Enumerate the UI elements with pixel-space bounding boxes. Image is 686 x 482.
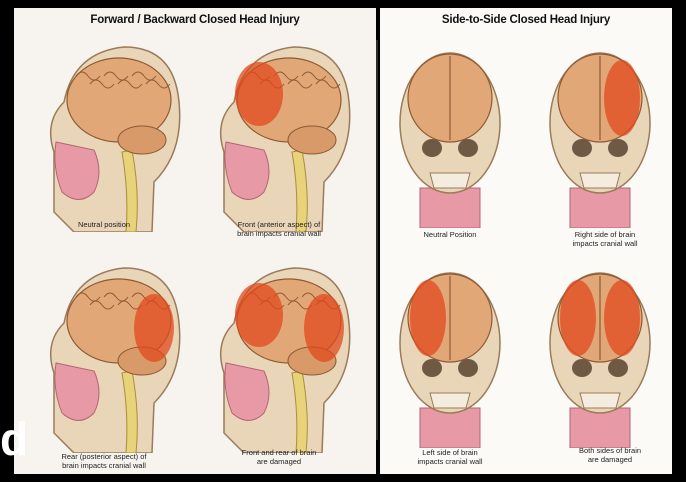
rear-injury — [134, 294, 174, 362]
right-eye-socket — [608, 359, 628, 377]
cerebellum — [288, 126, 336, 154]
frontal-head-right-impact — [540, 38, 660, 228]
left-eye-socket — [422, 139, 442, 157]
left-eye-socket — [572, 359, 592, 377]
teeth — [430, 393, 470, 408]
forward-backward-title: Forward / Backward Closed Head Injury — [14, 14, 376, 26]
neck — [570, 188, 630, 228]
neck — [570, 408, 630, 448]
oral-cavity — [55, 142, 99, 200]
frontal-head-left-impact — [390, 258, 510, 448]
rear-injury — [304, 294, 344, 362]
caption-neutral-position: Neutral position — [49, 220, 159, 229]
caption-neutral-position-frontal: Neutral Position — [395, 230, 505, 239]
sagittal-head-front-impact — [204, 32, 354, 232]
frontal-head-neutral — [390, 38, 510, 228]
sagittal-head-rear-impact — [34, 253, 184, 453]
frontal-head-both-impact — [540, 258, 660, 448]
right-side-injury — [604, 280, 640, 356]
teeth — [580, 173, 620, 188]
caption-right-side-impact: Right side of brain impacts cranial wall — [550, 230, 660, 248]
caption-front-impact: Front (anterior aspect) of brain impacts… — [219, 220, 339, 238]
forward-backward-panel: Forward / Backward Closed Head Injury Ne… — [14, 8, 376, 474]
oral-cavity — [225, 363, 269, 421]
caption-front-and-rear: Front and rear of brain are damaged — [224, 448, 334, 466]
front-injury — [235, 283, 283, 347]
corner-glyph: d — [0, 416, 28, 462]
neck — [420, 188, 480, 228]
right-eye-socket — [458, 359, 478, 377]
right-eye-socket — [608, 139, 628, 157]
caption-left-side-impact: Left side of brain impacts cranial wall — [395, 448, 505, 466]
oral-cavity — [225, 142, 269, 200]
caption-both-sides-damaged: Both sides of brain are damaged — [555, 446, 665, 464]
left-side-injury — [410, 280, 446, 356]
cerebellum — [118, 126, 166, 154]
side-to-side-panel: Side-to-Side Closed Head Injury Neutral … — [380, 8, 672, 474]
sagittal-head-neutral — [34, 32, 184, 232]
section-divider — [376, 40, 378, 440]
oral-cavity — [55, 363, 99, 421]
teeth — [430, 173, 470, 188]
left-eye-socket — [572, 139, 592, 157]
side-to-side-title: Side-to-Side Closed Head Injury — [380, 14, 672, 26]
caption-rear-impact: Rear (posterior aspect) of brain impacts… — [44, 452, 164, 470]
left-eye-socket — [422, 359, 442, 377]
left-side-injury — [560, 280, 596, 356]
teeth — [580, 393, 620, 408]
neck — [420, 408, 480, 448]
right-side-injury — [604, 60, 640, 136]
front-injury — [235, 62, 283, 126]
sagittal-head-both-impact — [204, 253, 354, 453]
right-eye-socket — [458, 139, 478, 157]
